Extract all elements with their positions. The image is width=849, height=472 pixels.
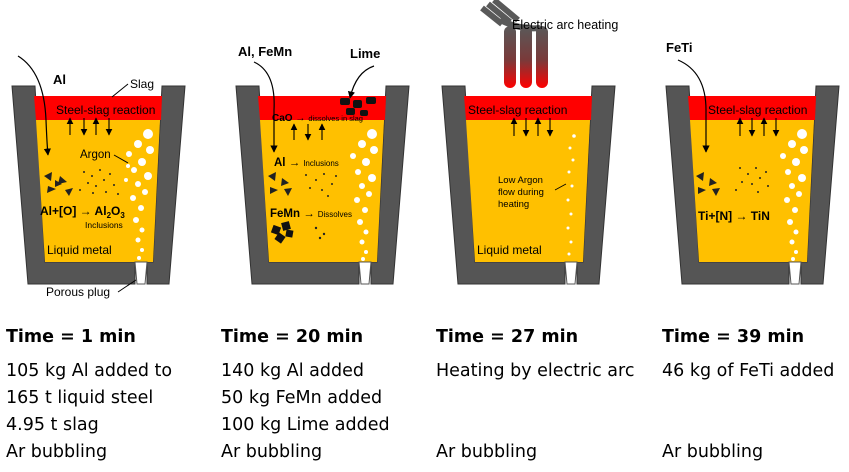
electrodes (480, 0, 548, 88)
caption-line: 50 kg FeMn added (221, 388, 383, 408)
porous-plug (788, 261, 802, 285)
low-argon-pointer (554, 183, 567, 191)
reaction-label: Steel-slag reaction (468, 103, 567, 117)
caption-line: 105 kg Al added to (6, 361, 173, 381)
feti-particles (696, 172, 720, 196)
reaction-label: Steel-slag reaction (56, 103, 155, 117)
caption-t20: Time = 20 min 140 kg Al added 50 kg FeMn… (221, 324, 436, 466)
al-particles (268, 172, 292, 196)
caption-time: Time = 27 min (436, 327, 579, 347)
caption-t39: Time = 39 min 46 kg of FeTi added Ar bub… (662, 324, 847, 466)
caption-line: Ar bubbling (221, 442, 323, 462)
exchange-arrows (66, 117, 113, 136)
porous-plug-pointer (117, 279, 137, 293)
porous-plug (358, 261, 372, 285)
reaction-formula: Al+[O] → Al2O3 (40, 204, 125, 220)
caption-line: Ar bubbling (436, 442, 538, 462)
dissolve-dots (314, 226, 326, 240)
slag-layer (34, 96, 162, 120)
cao-text: CaO →dissolves in slag (272, 113, 363, 124)
ladle-t1: Slag Al Steel-slag reaction Argon (11, 55, 186, 299)
porous-plug-label: Porous plug (46, 285, 110, 299)
additive-arrow (677, 59, 710, 153)
liquid-metal (36, 120, 160, 262)
exchange-arrows (290, 123, 326, 141)
caption-line: 46 kg of FeTi added (662, 361, 835, 381)
argon-bubbles (124, 129, 154, 260)
caption-line: 4.95 t slag (6, 415, 99, 435)
al-text: Al →Inclusions (274, 157, 339, 169)
exchange-arrows (510, 117, 554, 137)
caption-time: Time = 20 min (221, 327, 364, 347)
slag-pointer (111, 83, 129, 98)
additive-label: Al, FeMn (238, 44, 292, 59)
al-particles (44, 172, 73, 196)
caption-line: Ar bubbling (6, 442, 108, 462)
exchange-arrows (736, 117, 780, 137)
caption-line: 165 t liquid steel (6, 388, 154, 408)
ladle-diagram: Slag Al Steel-slag reaction Argon (11, 0, 840, 299)
caption-line: 140 kg Al added (221, 361, 364, 381)
additive-arrow (17, 55, 51, 156)
femn-particles (270, 221, 294, 244)
caption-line: 100 kg Lime added (221, 415, 390, 435)
inclusion-dots (735, 167, 769, 193)
liquid-metal-label: Liquid metal (47, 243, 112, 257)
ladle-t27: Electric arc heating Steel-slag reaction… (441, 0, 618, 285)
caption-line: Ar bubbling (662, 442, 764, 462)
lime-label: Lime (350, 46, 380, 61)
caption-line (662, 385, 847, 412)
argon-bubbles (350, 129, 378, 261)
slag-label: Slag (130, 77, 154, 91)
lime-lumps (340, 97, 376, 116)
liquid-metal-label: Liquid metal (477, 243, 542, 257)
reaction-label: Steel-slag reaction (708, 103, 807, 117)
additive-label: Al (53, 72, 66, 87)
slag-layer (688, 96, 816, 120)
inclusion-dots (79, 169, 119, 195)
inclusion-dots (305, 173, 337, 197)
low-argon-text: Low Argon flow during heating (498, 175, 547, 210)
additive-label: FeTi (666, 40, 693, 55)
femn-text: FeMn →Dissolves (270, 208, 352, 220)
liquid-metal (690, 120, 814, 262)
caption-time: Time = 1 min (6, 327, 136, 347)
electric-arc-label: Electric arc heating (512, 18, 618, 32)
ladle-t39: FeTi Steel-slag reaction Ti+[N] → TiN (665, 40, 840, 285)
caption-t27: Time = 27 min Heating by electric arc Ar… (436, 324, 651, 466)
caption-line (436, 412, 651, 439)
lime-arrow (347, 65, 375, 99)
porous-plug (134, 261, 148, 285)
argon-bubbles (566, 134, 576, 256)
ladle-t20: Al, FeMn Lime CaO →dissolves in slag Al … (235, 44, 410, 285)
caption-line: Heating by electric arc (436, 361, 635, 381)
caption-line (662, 412, 847, 439)
inclusions-label: Inclusions (85, 220, 123, 230)
additive-arrow (253, 61, 278, 153)
caption-t1: Time = 1 min 105 kg Al added to 165 t li… (6, 324, 221, 466)
argon-bubbles (780, 129, 808, 261)
argon-pointer (113, 154, 129, 164)
argon-label: Argon (80, 149, 111, 161)
electrode (536, 26, 548, 88)
electrode (520, 26, 532, 88)
reaction-formula: Ti+[N] → TiN (698, 209, 770, 223)
liquid-metal (466, 120, 590, 262)
caption-time: Time = 39 min (662, 327, 805, 347)
electrode (504, 26, 516, 88)
porous-plug (564, 261, 578, 285)
caption-line (436, 385, 651, 412)
slag-layer (464, 96, 592, 120)
